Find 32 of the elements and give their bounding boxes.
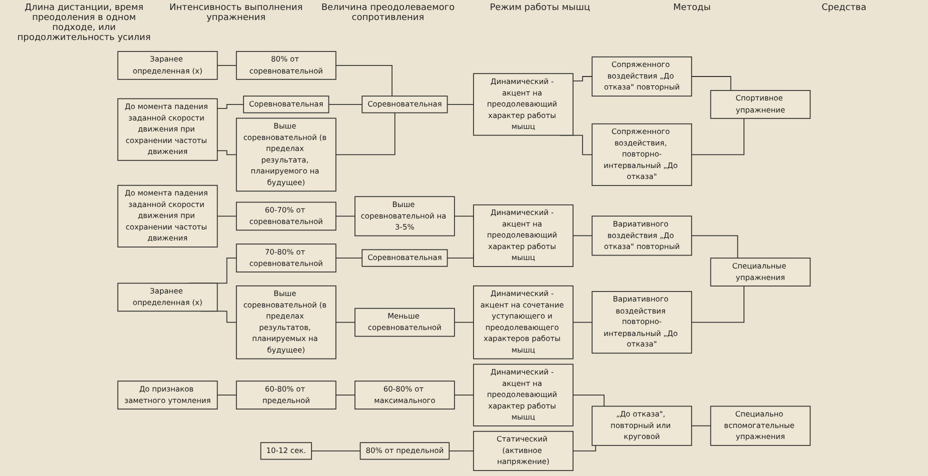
connector xyxy=(216,394,237,396)
connector xyxy=(691,425,712,426)
connector xyxy=(691,286,744,323)
connector xyxy=(691,76,732,91)
connector xyxy=(446,104,474,105)
connector xyxy=(311,450,361,452)
connector xyxy=(335,394,356,396)
connector xyxy=(572,444,596,452)
connector xyxy=(572,76,593,82)
connector xyxy=(691,118,744,156)
connector xyxy=(216,104,244,109)
connector xyxy=(448,450,474,452)
connector xyxy=(572,322,593,323)
connector xyxy=(335,64,392,97)
column-header: Величина преодолеваемого сопротивления xyxy=(320,3,456,25)
connector xyxy=(216,64,237,66)
column-header: Длина дистанции, время преодоления в одном подходе, или продолжительность усилия xyxy=(16,3,152,45)
connector xyxy=(328,104,363,105)
connector xyxy=(335,112,396,156)
column-header: Интенсивность выполнения упражнения xyxy=(168,3,304,25)
connector xyxy=(335,216,356,217)
connector xyxy=(691,235,738,259)
connector xyxy=(572,394,605,407)
connector xyxy=(335,322,356,323)
column-header: Методы xyxy=(672,3,712,15)
connector xyxy=(454,322,474,323)
connector xyxy=(454,394,474,396)
connector xyxy=(216,150,237,156)
connector xyxy=(216,216,237,217)
column-header: Средства xyxy=(820,3,868,15)
connector xyxy=(572,235,593,236)
column-header: Режим работы мышц xyxy=(488,3,592,15)
